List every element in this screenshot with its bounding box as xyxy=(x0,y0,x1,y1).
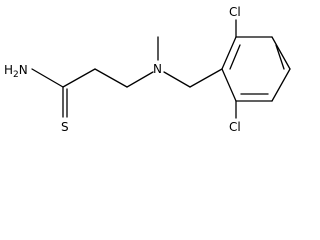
chlorine-bottom-label: Cl xyxy=(229,120,241,134)
ring-double-2 xyxy=(275,44,285,70)
atom-labels: H2N S N Cl Cl xyxy=(4,5,241,134)
bond-ch2-ch2 xyxy=(94,68,128,88)
structure-diagram: H2N S N Cl Cl xyxy=(4,5,291,134)
bond-amine-thioamide xyxy=(31,68,64,88)
bond-nitrogen-benzyl xyxy=(163,71,191,88)
bonds xyxy=(31,19,291,119)
ring-bond-1 xyxy=(221,36,237,70)
ring-bond-4 xyxy=(271,68,291,102)
ring-bond-3 xyxy=(271,36,291,70)
ring-double-1 xyxy=(229,44,241,70)
ring-bond-6 xyxy=(221,68,237,102)
bond-thioamide-ch2 xyxy=(62,68,96,88)
nitrogen-label: N xyxy=(153,62,162,76)
chlorine-top-label: Cl xyxy=(229,5,241,19)
amine-label: H2N xyxy=(4,63,28,80)
bond-benzyl-ring xyxy=(189,68,223,88)
bond-ch2-nitrogen xyxy=(126,71,154,88)
molecule-svg: H2N S N Cl Cl xyxy=(4,5,291,134)
sulfur-label: S xyxy=(61,120,69,134)
